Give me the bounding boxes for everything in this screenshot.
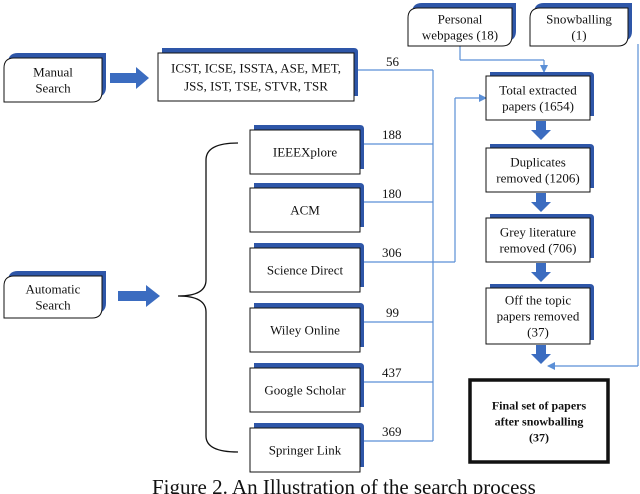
automatic-search-box-label-line-2: Search <box>35 298 71 313</box>
springer-box-frame <box>249 427 361 473</box>
science-direct-box: Science Direct <box>249 243 364 293</box>
snowballing-box: Snowballing(1) <box>529 3 632 47</box>
final-set-box-frame <box>468 378 610 464</box>
count-labels: 56 188 180 306 99 437 369 <box>382 54 402 439</box>
acm-box: ACM <box>249 183 364 233</box>
arrow-duplicates-to-grey <box>531 193 551 212</box>
science-direct-box-frame <box>249 247 361 293</box>
arrow-total-to-duplicates <box>531 121 551 140</box>
springer-box: Springer Link <box>249 423 364 473</box>
count-ieee: 188 <box>382 127 402 142</box>
arrow-topic-to-final <box>531 345 551 364</box>
science-direct-box-label-line-1: Science Direct <box>267 263 344 278</box>
ieee-box-frame <box>249 129 361 175</box>
manual-search-box-label-line-1: Manual <box>33 65 73 80</box>
automatic-search-arrow <box>118 285 160 307</box>
google-scholar-box-label-line-1: Google Scholar <box>264 383 346 398</box>
duplicates-box-frame <box>485 147 591 193</box>
manual-search-box-frame <box>3 57 103 103</box>
duplicates-box-label-line-1: Duplicates <box>510 155 566 170</box>
count-science-direct: 306 <box>382 245 402 260</box>
personal-webpages-box-label-line-2: webpages (18) <box>422 28 498 43</box>
personal-webpages-box-label-line-1: Personal <box>438 12 483 27</box>
snowballing-box-label-line-2: (1) <box>571 28 586 43</box>
total-extracted-box-label-line-2: papers (1654) <box>502 99 574 114</box>
count-springer: 369 <box>382 424 402 439</box>
off-topic-box-label-line-2: papers removed <box>497 309 580 324</box>
personal-webpages-box-frame <box>407 7 513 47</box>
snowballing-box-frame <box>529 7 629 47</box>
final-set-box-label-line-1: Final set of papers <box>492 399 587 413</box>
off-topic-box-frame <box>485 287 591 345</box>
google-scholar-box-frame <box>249 367 361 413</box>
snowballing-box-label-line-1: Snowballing <box>546 12 612 27</box>
manual-venues-box-label-line-2: JSS, IST, TSE, STVR, TSR <box>184 79 328 94</box>
springer-box-label-line-1: Springer Link <box>269 443 342 458</box>
automatic-brace <box>177 142 239 453</box>
count-google-scholar: 437 <box>382 365 402 380</box>
grey-literature-box-label-line-2: removed (706) <box>500 241 577 256</box>
figure-caption: Figure 2. An Illustration of the search … <box>152 475 536 494</box>
total-extracted-box-label-line-1: Total extracted <box>499 83 577 98</box>
duplicates-box-label-line-2: removed (1206) <box>496 171 579 186</box>
count-manual: 56 <box>386 54 400 69</box>
final-set-box-label-line-3: (37) <box>529 431 549 445</box>
count-wiley: 99 <box>386 305 399 320</box>
wiley-box-label-line-1: Wiley Online <box>270 323 340 338</box>
block-arrows <box>110 67 551 364</box>
count-acm: 180 <box>382 186 402 201</box>
total-extracted-box-frame <box>485 75 591 121</box>
final-set-box-label-line-2: after snowballing <box>495 415 584 429</box>
automatic-search-box-label-line-1: Automatic <box>26 282 81 297</box>
acm-box-label-line-1: ACM <box>290 203 320 218</box>
final-set-box: Final set of papers after snowballing (37) <box>468 378 610 464</box>
manual-venues-box-frame <box>157 52 355 102</box>
wiley-box: Wiley Online <box>249 303 364 353</box>
wiley-box-frame <box>249 307 361 353</box>
off-topic-box-label-line-3: (37) <box>527 325 549 340</box>
off-topic-box-label-line-1: Off the topic <box>505 293 571 308</box>
arrow-grey-to-topic <box>531 263 551 282</box>
acm-box-frame <box>249 187 361 233</box>
connector-lines <box>352 44 639 442</box>
manual-search-box-label-line-2: Search <box>35 81 71 96</box>
ieee-box-label-line-1: IEEEXplore <box>273 145 337 160</box>
automatic-search-box-frame <box>3 275 103 319</box>
manual-search-arrow <box>110 67 149 89</box>
google-scholar-box: Google Scholar <box>249 363 364 413</box>
manual-venues-box: ICST, ICSE, ISSTA, ASE, MET, JSS, IST, TS… <box>157 48 358 102</box>
manual-venues-box-label-line-1: ICST, ICSE, ISSTA, ASE, MET, <box>171 61 341 76</box>
grey-literature-box-frame <box>485 217 591 263</box>
grey-literature-box-label-line-1: Grey literature <box>500 225 576 240</box>
ieee-box: IEEEXplore <box>249 125 364 175</box>
